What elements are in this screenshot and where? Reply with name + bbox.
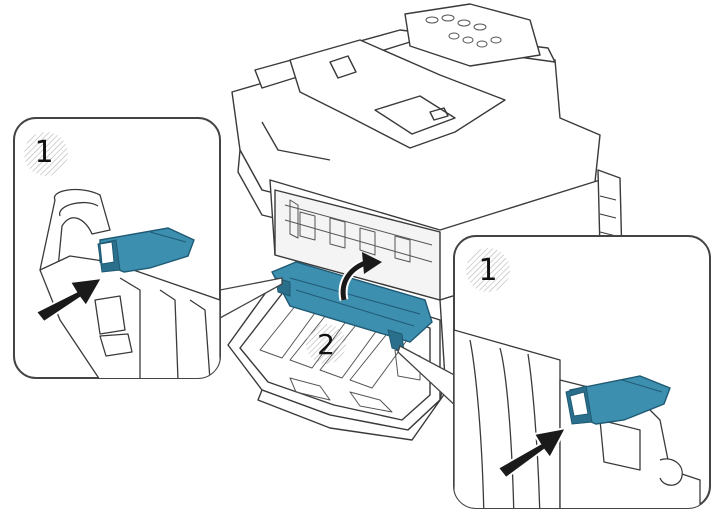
rotate-arrow-icon	[338, 252, 382, 301]
left-callout-step-label: 1	[34, 135, 53, 170]
push-arrow-right-icon	[496, 426, 568, 480]
step-2-label: 2	[317, 328, 335, 361]
fuser-unit	[271, 261, 433, 353]
left-callout: 1	[13, 117, 221, 379]
left-lever	[97, 227, 195, 273]
right-lever	[565, 375, 671, 425]
control-panel-buttons	[425, 14, 502, 48]
right-callout-step-label: 1	[478, 253, 497, 288]
push-arrow-left-icon	[34, 276, 104, 324]
callout-connectors	[219, 277, 461, 412]
step-2-marker: 2	[306, 324, 346, 364]
right-callout: 1	[453, 235, 711, 509]
